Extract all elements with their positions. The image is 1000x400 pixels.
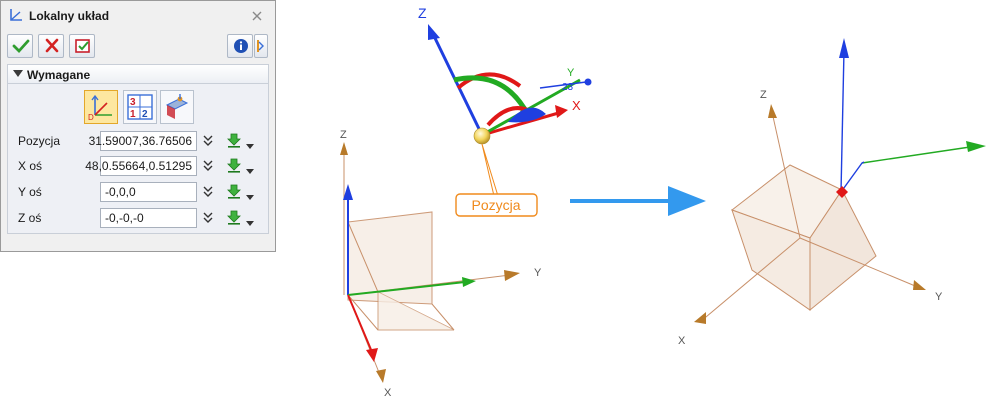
triad-x-label: X xyxy=(572,98,581,113)
manipulator-triad[interactable]: Z X Y 23 xyxy=(418,5,592,145)
triad-z-arrowhead[interactable] xyxy=(428,24,440,40)
triad-z-axis[interactable] xyxy=(431,33,484,136)
green-download-icon[interactable] xyxy=(226,132,242,153)
position-field[interactable]: 31.59007,36.76506 xyxy=(89,131,197,151)
transition-arrow-icon xyxy=(570,186,706,216)
svg-text:3: 3 xyxy=(130,97,136,108)
y-axis-field[interactable]: -0,0,0 xyxy=(100,182,197,202)
green-download-icon[interactable] xyxy=(226,183,242,204)
more-button[interactable] xyxy=(254,34,268,58)
callout-text: Pozycja xyxy=(471,197,520,213)
y-axis-label: Y oś xyxy=(18,185,42,199)
close-icon[interactable] xyxy=(250,9,264,23)
after-model: Z Y X xyxy=(678,38,986,347)
mode-face-button[interactable] xyxy=(160,90,194,124)
svg-text:D: D xyxy=(88,113,94,122)
ok-button[interactable] xyxy=(7,34,33,58)
dropdown-arrow-icon[interactable] xyxy=(245,215,255,233)
double-chevron-down-icon[interactable] xyxy=(202,185,214,204)
apply-button[interactable] xyxy=(69,34,95,58)
triad-y-axis[interactable] xyxy=(481,78,581,137)
triad-y-handle[interactable] xyxy=(584,78,592,86)
origin-sphere[interactable] xyxy=(473,127,491,145)
after-y-label: Y xyxy=(935,291,943,303)
cancel-button[interactable] xyxy=(38,34,64,58)
triad-x-axis[interactable] xyxy=(481,110,563,137)
z-axis-label: Z oś xyxy=(18,211,42,225)
triad-x-arrowhead[interactable] xyxy=(555,105,568,118)
dialog-title: Lokalny układ xyxy=(29,9,110,23)
svg-text:1: 1 xyxy=(130,109,136,120)
before-y-label: Y xyxy=(534,267,542,279)
rotation-wedge-blue[interactable] xyxy=(508,107,546,123)
before-model: Z Y X xyxy=(340,129,542,399)
callout-box xyxy=(455,193,538,217)
green-download-icon[interactable] xyxy=(226,209,242,230)
z-axis-field[interactable]: -0,-0,-0 xyxy=(100,208,197,228)
double-chevron-down-icon[interactable] xyxy=(202,159,214,178)
dropdown-arrow-icon[interactable] xyxy=(245,163,255,181)
triad-z-label: Z xyxy=(418,5,427,21)
green-download-icon[interactable] xyxy=(226,157,242,178)
double-chevron-down-icon[interactable] xyxy=(202,134,214,153)
x-axis-label: X oś xyxy=(18,159,43,173)
local-csys-dialog: Lokalny układ xyxy=(0,0,276,252)
local-csys-icon xyxy=(8,7,24,23)
section-title: Wymagane xyxy=(27,68,91,82)
before-x-label: X xyxy=(384,387,392,399)
triad-y-guide xyxy=(539,81,587,89)
mode-numeric-button[interactable]: 3 1 2 xyxy=(123,90,157,124)
svg-text:2: 2 xyxy=(142,109,148,120)
before-z-label: Z xyxy=(340,129,347,141)
x-axis-field[interactable]: 48,0.55664,0.51295 xyxy=(85,156,197,176)
section-header-required[interactable]: Wymagane xyxy=(7,64,269,84)
dialog-titlebar: Lokalny układ xyxy=(1,1,275,31)
double-chevron-down-icon[interactable] xyxy=(202,211,214,230)
triad-y-label: Y xyxy=(567,67,575,79)
dropdown-arrow-icon[interactable] xyxy=(245,189,255,207)
after-x-label: X xyxy=(678,335,686,347)
info-button[interactable] xyxy=(227,34,253,58)
rotation-arc-red[interactable] xyxy=(456,72,522,90)
dropdown-arrow-icon[interactable] xyxy=(245,138,255,156)
mode-axes-button[interactable]: D xyxy=(84,90,118,124)
collapse-triangle-icon[interactable] xyxy=(13,70,23,77)
position-label: Pozycja xyxy=(18,134,61,148)
callout-leader xyxy=(481,143,499,197)
rotation-value: 23 xyxy=(562,82,574,93)
after-z-label: Z xyxy=(760,89,767,101)
